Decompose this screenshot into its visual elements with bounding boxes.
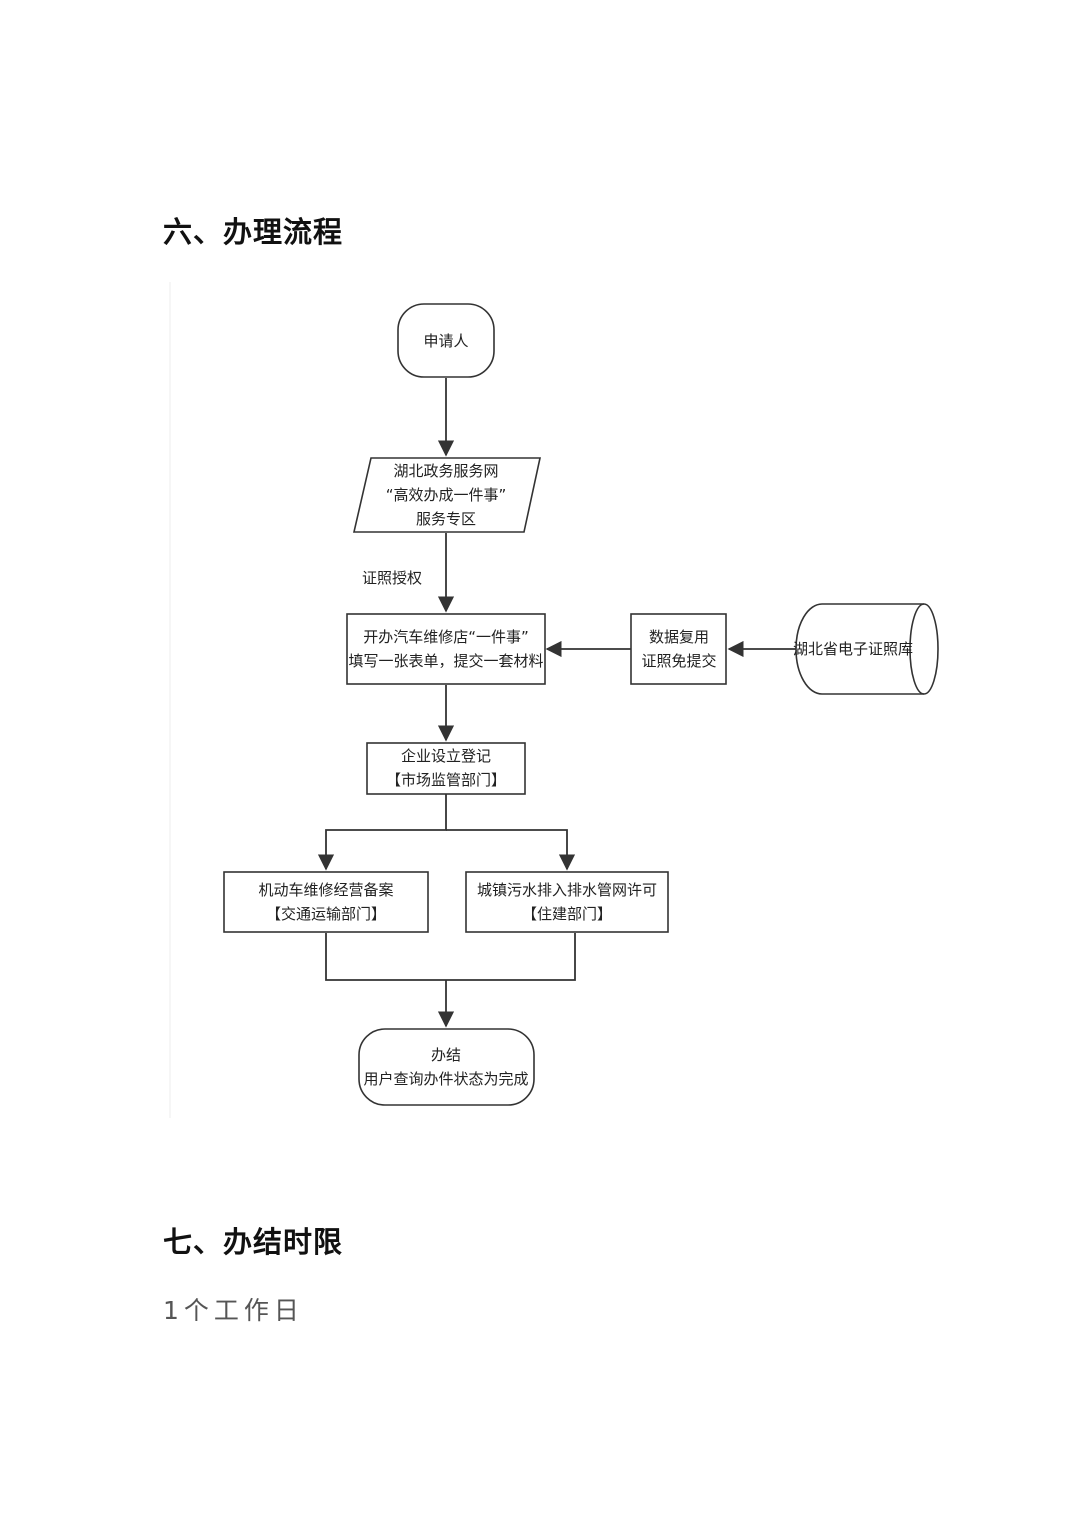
node-done-shape bbox=[358, 1028, 535, 1106]
node-registration-label: 企业设立登记【市场监管部门】 bbox=[386, 747, 506, 789]
node-vehicle: 机动车维修经营备案【交通运输部门】 bbox=[223, 871, 429, 933]
process-flowchart: 证照授权 申请人 湖北政务服务网 “高效办成一件事” 服务专区 开办汽车维修店“一件… bbox=[169, 282, 939, 1118]
node-registration-line-1: 企业设立登记 bbox=[401, 747, 491, 765]
node-datareuse-shape bbox=[630, 613, 727, 685]
node-done: 办结用户查询办件状态为完成 bbox=[358, 1028, 535, 1106]
node-applicant-line-1: 申请人 bbox=[423, 332, 468, 350]
node-vehicle-shape bbox=[223, 871, 429, 933]
node-sewage: 城镇污水排入排水管网许可【住建部门】 bbox=[465, 871, 669, 933]
node-certdb-cap bbox=[909, 603, 925, 695]
node-datareuse-line-2: 证照免提交 bbox=[641, 652, 716, 670]
node-datareuse-line-1: 数据复用 bbox=[649, 628, 709, 646]
node-portal: 湖北政务服务网 “高效办成一件事” 服务专区 bbox=[352, 457, 541, 533]
node-form-line-2: 填写一张表单，提交一套材料 bbox=[348, 652, 543, 670]
node-form: 开办汽车维修店“一件事” 填写一张表单，提交一套材料 bbox=[346, 613, 546, 685]
edge-label-cert-auth: 证照授权 bbox=[362, 569, 422, 587]
node-certdb-line-1: 湖北省电子证照库 bbox=[793, 640, 913, 658]
node-vehicle-line-2: 【交通运输部门】 bbox=[266, 905, 386, 923]
node-portal-line-2: “高效办成一件事” bbox=[386, 486, 507, 504]
node-portal-label: 湖北政务服务网 “高效办成一件事” 服务专区 bbox=[386, 462, 507, 528]
node-portal-line-3: 服务专区 bbox=[416, 510, 476, 528]
node-registration-shape bbox=[366, 742, 526, 795]
node-datareuse: 数据复用证照免提交 bbox=[630, 613, 727, 685]
flowchart-edges bbox=[317, 378, 797, 1028]
node-form-line-1: 开办汽车维修店“一件事” bbox=[363, 628, 529, 646]
node-form-shape bbox=[346, 613, 546, 685]
node-sewage-line-2: 【住建部门】 bbox=[522, 905, 612, 923]
edge-registration-sewage bbox=[446, 829, 576, 871]
node-sewage-line-1: 城镇污水排入排水管网许可 bbox=[477, 881, 657, 899]
node-registration: 企业设立登记【市场监管部门】 bbox=[366, 742, 526, 795]
node-vehicle-label: 机动车维修经营备案【交通运输部门】 bbox=[258, 881, 393, 923]
node-done-label: 办结用户查询办件状态为完成 bbox=[363, 1046, 528, 1088]
node-done-line-2: 用户查询办件状态为完成 bbox=[363, 1070, 528, 1088]
node-form-label: 开办汽车维修店“一件事” 填写一张表单，提交一套材料 bbox=[348, 628, 543, 670]
node-vehicle-line-1: 机动车维修经营备案 bbox=[258, 881, 393, 899]
edge-merge bbox=[325, 933, 576, 981]
node-sewage-label: 城镇污水排入排水管网许可【住建部门】 bbox=[477, 881, 657, 923]
node-applicant-shape bbox=[397, 303, 495, 378]
node-datareuse-label: 数据复用证照免提交 bbox=[641, 628, 716, 670]
section-heading-deadline: 七、办结时限 bbox=[163, 1225, 344, 1259]
node-registration-line-2: 【市场监管部门】 bbox=[386, 771, 506, 789]
node-applicant-label: 申请人 bbox=[423, 332, 468, 350]
node-portal-line-1: 湖北政务服务网 bbox=[393, 462, 498, 480]
node-portal-shape bbox=[352, 457, 541, 533]
node-certdb-label: 湖北省电子证照库 bbox=[793, 640, 913, 658]
section-heading-process: 六、办理流程 bbox=[163, 215, 344, 249]
node-applicant: 申请人 bbox=[397, 303, 495, 378]
node-sewage-shape bbox=[465, 871, 669, 933]
edge-registration-vehicle bbox=[317, 794, 447, 871]
node-done-line-1: 办结 bbox=[431, 1046, 461, 1064]
deadline-text: 1个工作日 bbox=[163, 1296, 304, 1325]
node-certdb: 湖北省电子证照库 bbox=[793, 603, 939, 695]
